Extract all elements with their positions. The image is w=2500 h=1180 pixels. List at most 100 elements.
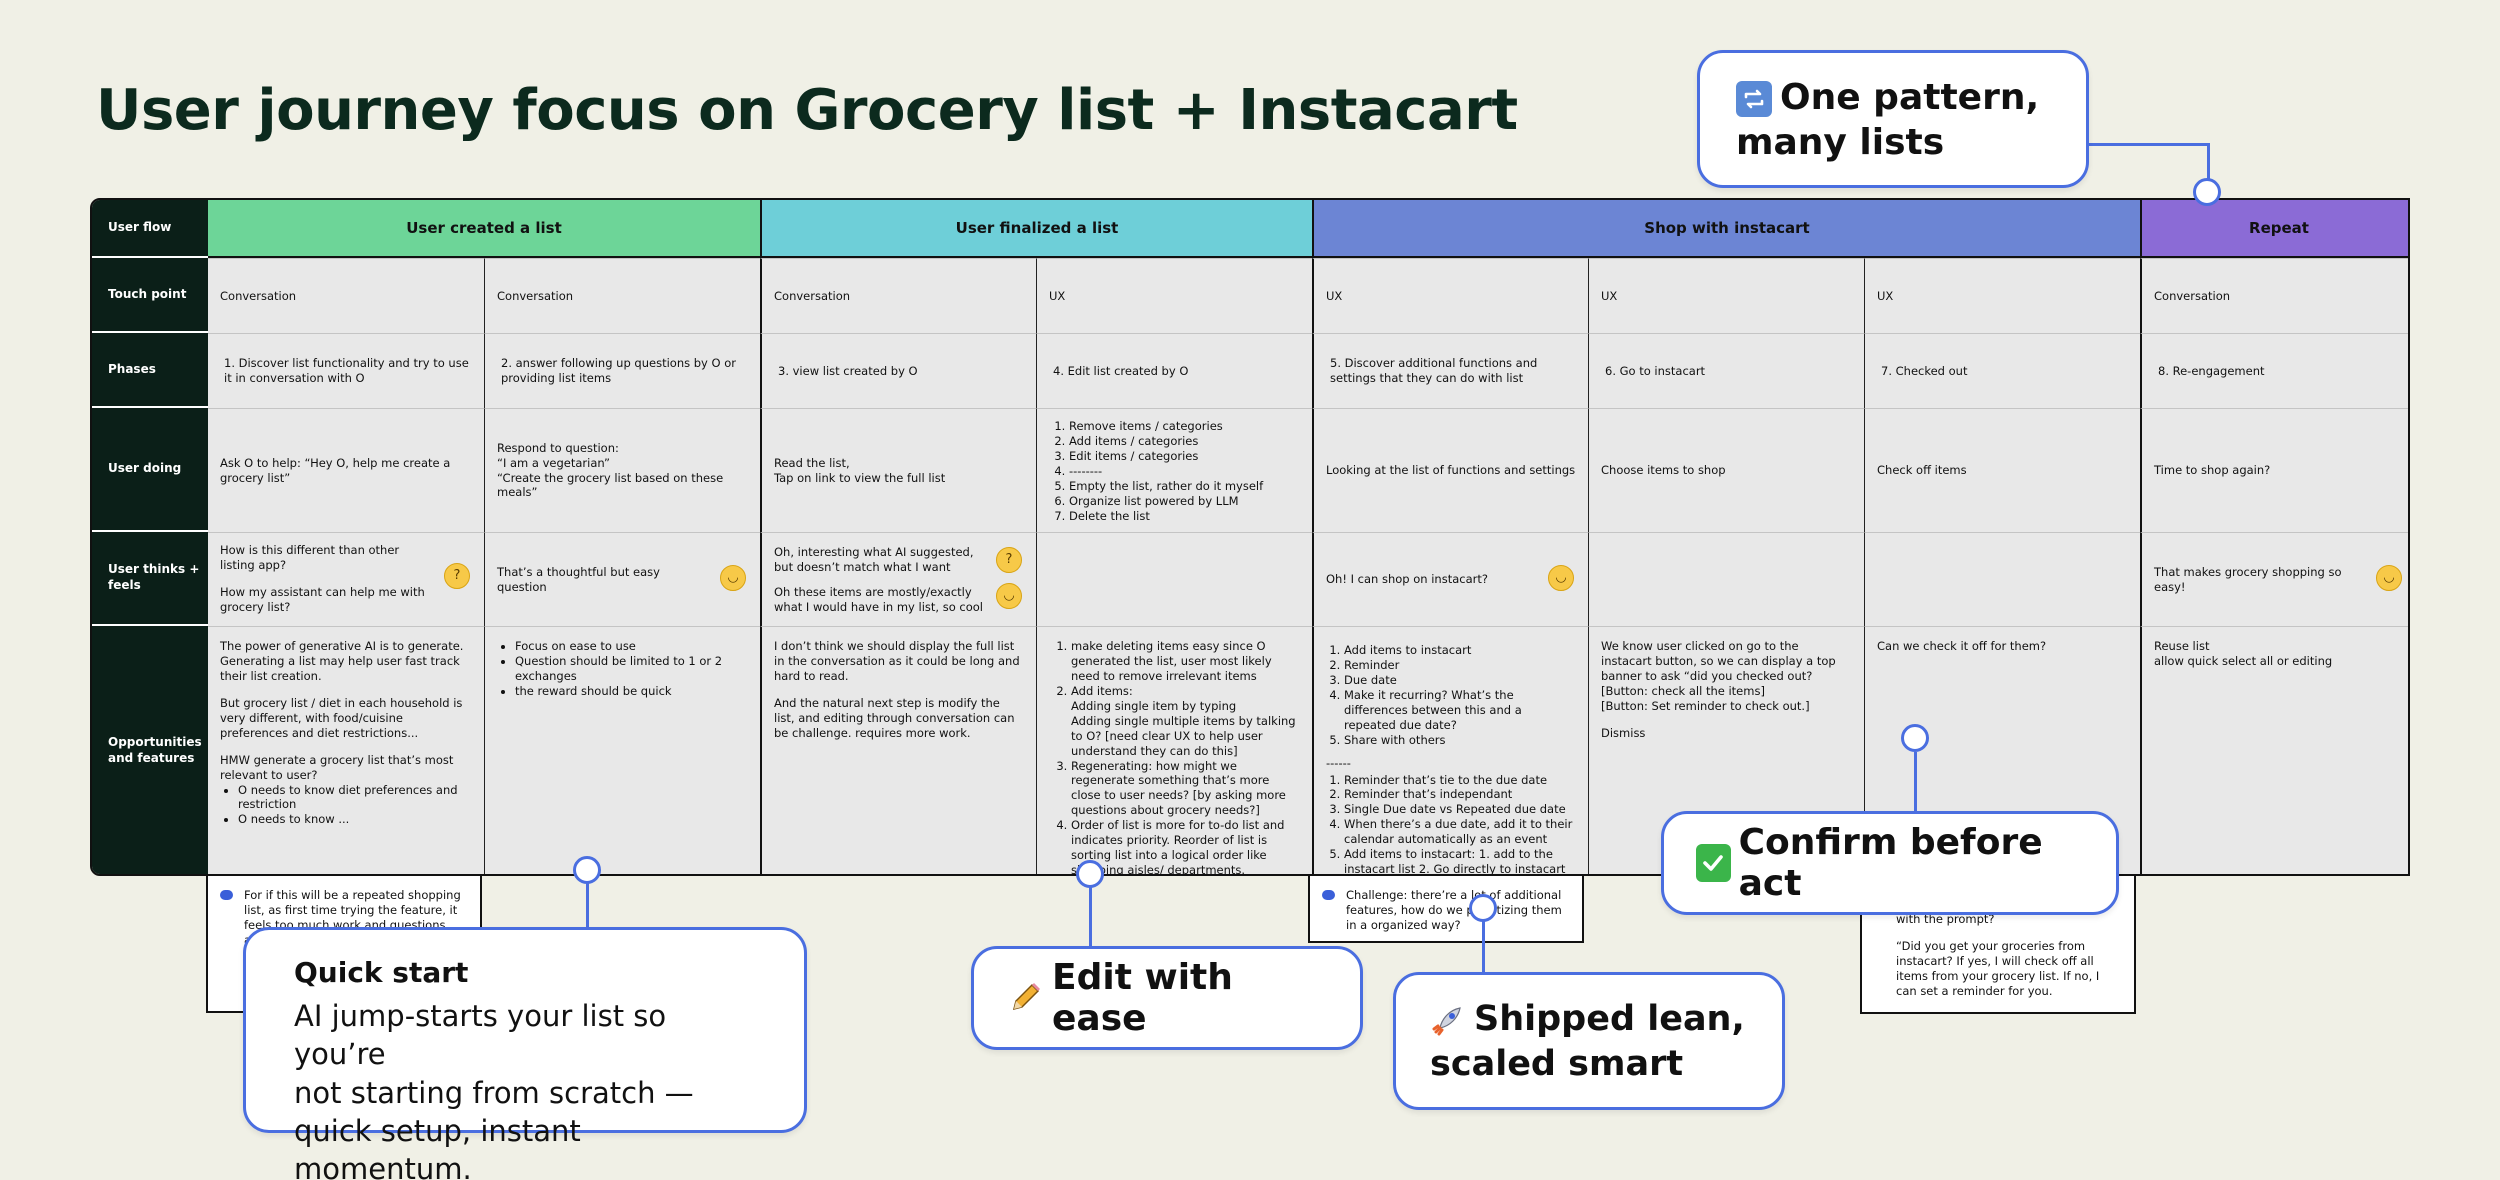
callout-title: One pattern, [1780, 77, 2040, 118]
touchpoint-cell: UX [1864, 258, 2140, 333]
connector-line [1914, 752, 1917, 812]
separator-text: ------ [1326, 755, 1351, 770]
connector-line [2207, 143, 2210, 181]
phase-cell: 7. Checked out [1864, 333, 2140, 408]
thinks-text: How my assistant can help me with grocer… [220, 584, 425, 614]
list-item: Empty the list, rather do it myself [1069, 479, 1300, 494]
list-item: make deleting items easy since O generat… [1071, 639, 1300, 684]
callout-edit-with-ease: Edit with ease [971, 946, 1363, 1050]
doing-text: Read the list, [774, 455, 850, 470]
connector-line [586, 882, 589, 928]
comment-text: with the prompt? [1896, 912, 1995, 926]
thinking-face-icon: ? [444, 563, 470, 589]
thinking-face-icon: ? [996, 547, 1022, 573]
callout-body: AI jump-starts your list so you’re [294, 999, 667, 1072]
doing-cell: Read the list, Tap on link to view the f… [760, 408, 1036, 532]
callout-confirm-before-act: Confirm before act [1661, 811, 2119, 915]
repeat-icon [1736, 81, 1772, 117]
callout-title: scaled smart [1430, 1043, 1684, 1084]
list-item: Share with others [1344, 733, 1576, 748]
opportunity-cell: The power of generative AI is to generat… [208, 626, 484, 874]
list-item-text: Add items: [1071, 683, 1133, 698]
row-label-user-doing: User doing [92, 408, 208, 532]
list-item: Add items: Adding single item by typing … [1071, 684, 1300, 759]
opportunity-cell: Focus on ease to use Question should be … [484, 626, 760, 874]
comment-icon [1322, 890, 1335, 900]
doing-cell: Time to shop again? [2140, 408, 2408, 532]
list-item: Order of list is more for to-do list and… [1071, 818, 1300, 874]
comment-note: Challenge: there’re a lot of additional … [1308, 876, 1584, 943]
list-item-text: Adding single multiple items by talking … [1071, 713, 1296, 758]
thinks-text: How is this different than other listing… [220, 543, 400, 572]
callout-title: many lists [1736, 122, 1945, 163]
list-item: Remove items / categories [1069, 419, 1300, 434]
thinks-text: Oh! I can shop on instacart? [1326, 572, 1488, 587]
doing-cell: Check off items [1864, 408, 2140, 532]
thinks-cell: That makes grocery shopping so easy! ◡ [2140, 532, 2408, 626]
phase-cell: 6. Go to instacart [1588, 333, 1864, 408]
thinks-cell: Oh! I can shop on instacart? ◡ [1312, 532, 1588, 626]
comment-text: Challenge: there’re a lot of additional … [1346, 888, 1562, 932]
doing-text: “I am a vegetarian” [497, 455, 611, 470]
doing-text: Respond to question: [497, 440, 619, 455]
grinning-face-icon: ◡ [1548, 565, 1574, 591]
opportunity-text: And the natural next step is modify the … [774, 695, 1015, 740]
doing-text: Looking at the list of functions and set… [1326, 463, 1576, 478]
opportunity-cell: I don’t think we should display the full… [760, 626, 1036, 874]
connector-line [1089, 882, 1092, 948]
doing-text: Ask O to help: “Hey O, help me create a … [220, 455, 451, 485]
phase-cell: 8. Re-engagement [2140, 333, 2408, 408]
connector-line [2086, 143, 2210, 146]
row-label-opportunities: Opportunities and features [92, 626, 208, 874]
opportunity-text: I don’t think we should display the full… [774, 639, 1020, 683]
stage-header-finalized: User finalized a list [760, 200, 1312, 258]
list-item-text: Adding single item by typing [1071, 698, 1237, 713]
doing-text: “Create the grocery list based on these … [497, 470, 724, 500]
list-item: Add items to instacart: 1. add to the in… [1344, 847, 1576, 874]
opportunity-text: We know user clicked on go to the instac… [1601, 639, 1836, 683]
comment-text: “Did you get your groceries from instaca… [1896, 938, 2100, 998]
anchor-dot [1076, 860, 1104, 888]
list-item: O needs to know ... [238, 812, 472, 827]
row-label-thinks-feels: User thinks + feels [92, 532, 208, 626]
list-item: Single Due date vs Repeated due date [1344, 802, 1576, 817]
list-item: O needs to know diet preferences and res… [238, 783, 472, 813]
list-item: Regenerating: how might we regenerate so… [1071, 759, 1300, 819]
list-item: Question should be limited to 1 or 2 exc… [515, 654, 748, 684]
list-item: Reminder that’s tie to the due date [1344, 773, 1576, 788]
callout-title: Edit with ease [1052, 957, 1233, 1039]
callout-body: not starting from scratch — [294, 1075, 694, 1110]
callout-quick-start: Quick start AI jump-starts your list so … [243, 927, 807, 1180]
row-label-phases: Phases [92, 333, 208, 408]
opportunity-text: [Button: check all the items] [1601, 683, 1765, 698]
page-title: User journey focus on Grocery list + Ins… [96, 78, 1518, 143]
opportunity-text: HMW generate a grocery list that’s most … [220, 752, 454, 782]
check-mark-icon [1696, 844, 1731, 882]
list-item: the reward should be quick [515, 684, 748, 699]
list-item: Due date [1344, 673, 1576, 688]
touchpoint-cell: Conversation [2140, 258, 2408, 333]
list-item: Make it recurring? What’s the difference… [1344, 688, 1576, 733]
opportunity-text: allow quick select all or editing [2154, 653, 2333, 668]
callout-body: quick setup, instant momentum. [294, 1113, 581, 1180]
connector-line [1482, 918, 1485, 974]
callout-title: Confirm before act [1738, 822, 2043, 904]
phase-cell: 5. Discover additional functions and set… [1312, 333, 1588, 408]
anchor-dot [1469, 894, 1497, 922]
edit-actions-list: Remove items / categories Add items / ca… [1049, 419, 1300, 524]
opportunity-cell: make deleting items easy since O generat… [1036, 626, 1312, 874]
list-item: Add items to instacart [1344, 643, 1576, 658]
phase-cell: 3. view list created by O [760, 333, 1036, 408]
thinks-text: Oh, interesting what AI suggested, but d… [774, 545, 974, 574]
list-item: -------- [1069, 464, 1300, 479]
thinks-text: That makes grocery shopping so easy! [2154, 564, 2342, 594]
rocket-icon [1430, 1002, 1466, 1038]
list-item: Reminder that’s independant [1344, 787, 1576, 802]
grinning-face-icon: ◡ [2376, 565, 2402, 591]
opportunity-cell: Add items to instacart Reminder Due date… [1312, 626, 1588, 874]
list-item: When there’s a due date, add it to their… [1344, 817, 1576, 847]
row-label-user-flow: User flow [92, 200, 208, 258]
doing-cell: Choose items to shop [1588, 408, 1864, 532]
smiling-face-icon: ◡ [720, 565, 746, 591]
phase-cell: 4. Edit list created by O [1036, 333, 1312, 408]
